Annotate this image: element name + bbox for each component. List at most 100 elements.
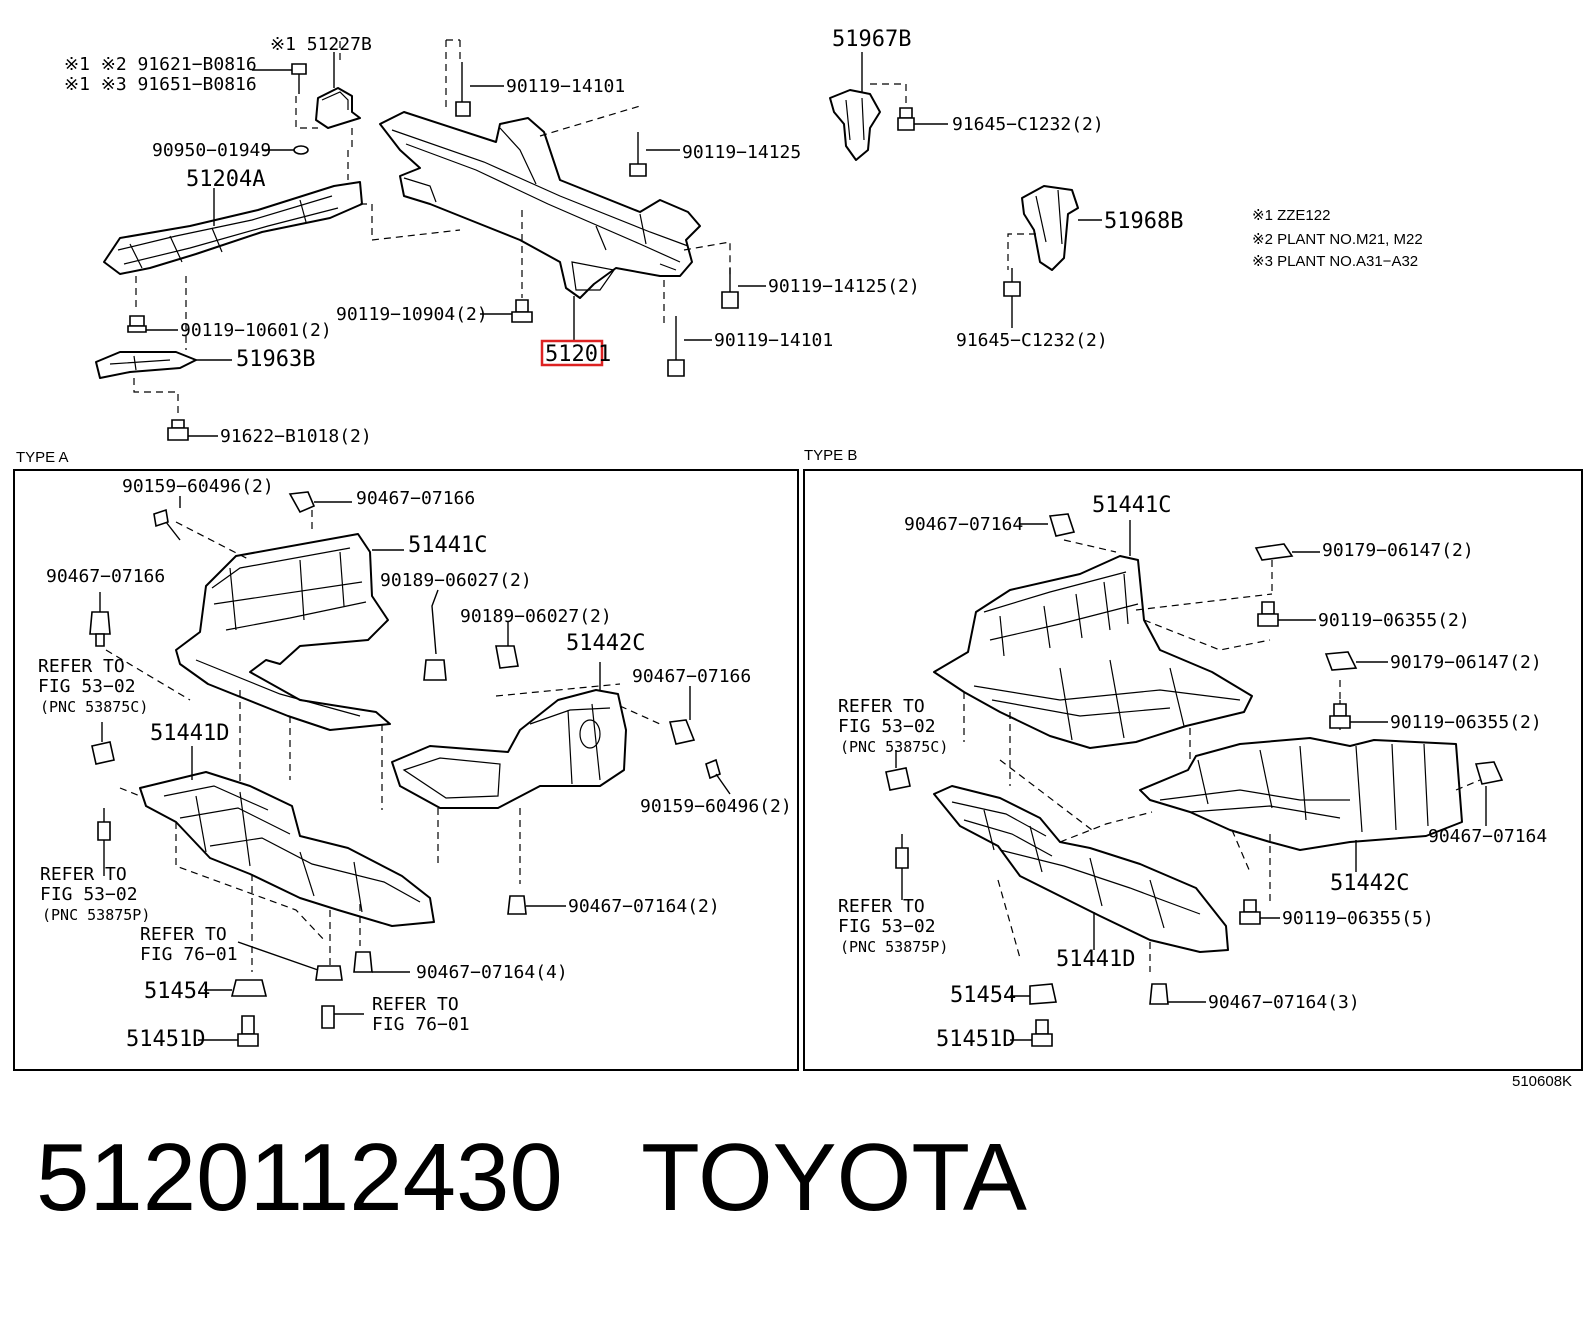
bolt-90119-06355-c: [1239, 899, 1280, 925]
label-91645-C1232-a: 91645−C1232(2): [952, 114, 1104, 135]
label-a-51441D: 51441D: [150, 721, 229, 746]
label-91645-C1232-b: 91645−C1232(2): [956, 330, 1108, 351]
bolt-90119-06355-a: [1257, 601, 1316, 627]
label-b-90119-06355-b: 90119−06355(2): [1390, 712, 1542, 733]
nut-90179-06147-b: [1324, 651, 1388, 671]
label-a-refer-4-line1: REFER TO: [372, 994, 459, 1015]
label-51204A: 51204A: [186, 167, 265, 192]
label-91651-B0816: ※1 ※3 91651−B0816: [64, 74, 257, 95]
note-1: ※1 ZZE122: [1252, 207, 1330, 224]
label-b-51441C: 51441C: [1092, 493, 1171, 518]
bolt-91645-a: [897, 107, 948, 131]
type-b-title: TYPE B: [804, 447, 857, 464]
label-b-90467-07164-a: 90467−07164: [904, 514, 1023, 535]
clip-90467-07164-b2: [1474, 761, 1504, 826]
label-b-51451D: 51451D: [936, 1027, 1015, 1052]
label-a-90467-07166-a: 90467−07166: [356, 488, 475, 509]
label-a-90189-06027-a: 90189−06027(2): [380, 570, 532, 591]
bolt-91645-b: [1003, 268, 1021, 328]
label-b-90467-07164-b: 90467−07164: [1428, 826, 1547, 847]
grommet-90950: [262, 145, 309, 155]
caption-brand: TOYOTA: [641, 1124, 1027, 1231]
bolt-90119-14101-a: [455, 62, 504, 117]
note-2: ※2 PLANT NO.M21, M22: [1252, 231, 1423, 248]
insulator-51227B: [295, 40, 361, 150]
label-b-refer-1-line2: FIG 53−02: [838, 716, 936, 737]
label-a-90467-07166-c: 90467−07166: [632, 666, 751, 687]
label-90119-14101-b: 90119−14101: [714, 330, 833, 351]
bracket-51963B: [95, 351, 232, 416]
label-91621-B0816: ※1 ※2 91621−B0816: [64, 54, 257, 75]
engine-under-cover-51442C-b: [1139, 700, 1481, 906]
label-51967B: 51967B: [832, 27, 911, 52]
bracket-51968B: [1007, 185, 1102, 271]
bolt-90119-10904: [480, 299, 533, 323]
top-section: ※1 51227B ※1 ※2 91621−B0816 ※1 ※3 91651−…: [64, 27, 1423, 447]
label-a-refer-1-line2: FIG 53−02: [38, 676, 136, 697]
bolt-90119-06355-b: [1329, 680, 1388, 729]
bolt-90119-14101-b: [667, 316, 712, 377]
bolt-90119-14125-b: [721, 268, 766, 309]
nut-51454-b: [1010, 983, 1057, 1005]
bracket-51967B: [829, 52, 907, 161]
label-90119-14125-a: 90119−14125: [682, 142, 801, 163]
label-a-51441C: 51441C: [408, 533, 487, 558]
bolt-91621: [252, 63, 307, 94]
clip-90467-07166-b: [89, 592, 111, 647]
nut-53875C-b: [885, 750, 911, 791]
nut-90179-06147-a: [1254, 543, 1320, 594]
screw-51451D-a: [198, 1015, 259, 1047]
label-b-90179-06147-a: 90179−06147(2): [1322, 540, 1474, 561]
part-caption: 5120112430 TOYOTA: [36, 1130, 1027, 1226]
engine-under-cover-51441D-a: [119, 746, 435, 972]
bolt-91622: [167, 419, 218, 441]
label-a-51442C: 51442C: [566, 631, 645, 656]
label-a-refer-1-line3: (PNC 53875C): [40, 698, 148, 716]
label-b-refer-2-line3: (PNC 53875P): [840, 938, 948, 956]
label-b-90119-06355-c: 90119−06355(5): [1282, 908, 1434, 929]
caption-part-number: 5120112430: [36, 1124, 563, 1231]
label-b-51454: 51454: [950, 983, 1016, 1008]
clip-90467-07164-b3: [1149, 983, 1206, 1005]
engine-under-cover-51441C-a: [105, 510, 404, 810]
screw-53875P-b: [895, 834, 909, 900]
label-90119-10601: 90119−10601(2): [180, 320, 332, 341]
type-b-frame: [803, 469, 1583, 1071]
label-b-51442C: 51442C: [1330, 871, 1409, 896]
figure-code: 510608K: [1512, 1073, 1572, 1090]
label-90119-10904: 90119−10904(2): [336, 304, 488, 325]
screw-90159-60496-b: [705, 758, 731, 795]
label-b-refer-2-line1: REFER TO: [838, 896, 925, 917]
label-90950-01949: 90950−01949: [152, 140, 271, 161]
nut-51454-a: [204, 979, 268, 997]
label-b-refer-1-line3: (PNC 53875C): [840, 738, 948, 756]
label-b-refer-1-line1: REFER TO: [838, 696, 925, 717]
bolt-90119-10601: [127, 315, 178, 333]
label-51963B: 51963B: [236, 347, 315, 372]
label-a-51451D: 51451D: [126, 1027, 205, 1052]
clip-90467-07164-a: [507, 895, 566, 915]
label-51201: 51201: [545, 342, 611, 367]
bolt-90119-14125-a: [629, 132, 680, 177]
label-b-90467-07164-c: 90467−07164(3): [1208, 992, 1360, 1013]
screw-53875P-a: [97, 808, 111, 876]
label-b-90119-06355-a: 90119−06355(2): [1318, 610, 1470, 631]
label-a-90189-06027-b: 90189−06027(2): [460, 606, 612, 627]
label-a-refer-1-line1: REFER TO: [38, 656, 125, 677]
label-a-refer-2-line1: REFER TO: [40, 864, 127, 885]
support-member-51204A: [103, 150, 461, 350]
label-a-refer-3-line2: FIG 76−01: [140, 944, 238, 965]
highlight-51201: [540, 339, 604, 367]
screw-51451D-b: [1010, 1019, 1053, 1047]
clip-90467-07164-b: [353, 951, 410, 973]
label-90119-14101-a: 90119−14101: [506, 76, 625, 97]
type-b-section: TYPE B: [803, 447, 1583, 1071]
label-b-51441D: 51441D: [1056, 947, 1135, 972]
nut-53875C-a: [91, 722, 115, 765]
label-a-90159-60496-b: 90159−60496(2): [640, 796, 792, 817]
label-51227B: ※1 51227B: [270, 34, 372, 55]
engine-under-cover-51442C-a: [391, 662, 661, 884]
label-a-refer-4-line2: FIG 76−01: [372, 1014, 470, 1035]
label-90119-14125-b: 90119−14125(2): [768, 276, 920, 297]
label-a-refer-2-line2: FIG 53−02: [40, 884, 138, 905]
